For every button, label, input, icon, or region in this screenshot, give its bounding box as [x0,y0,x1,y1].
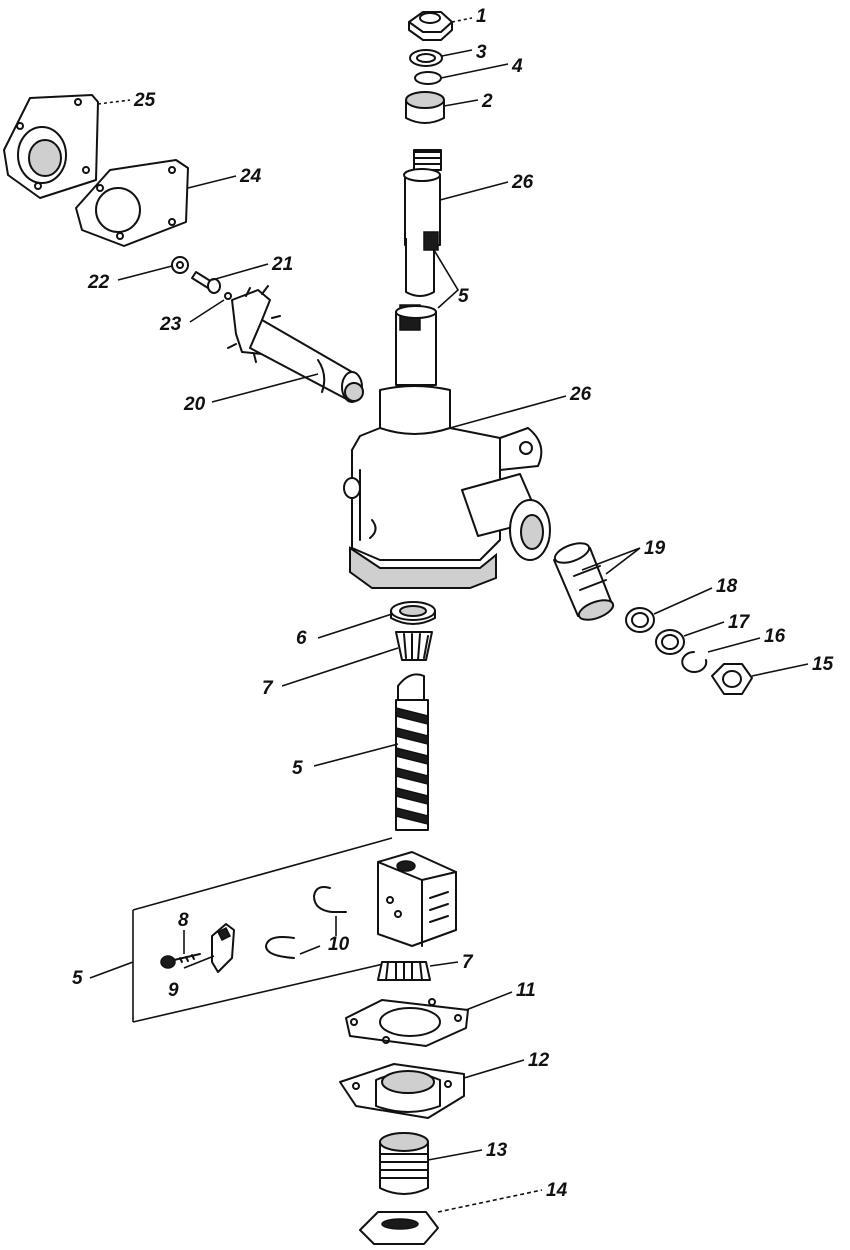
callout-8: 8 [178,910,189,931]
part-gasket-24 [75,159,189,247]
part-bearings-19 [553,542,615,621]
callout-18: 18 [716,576,738,597]
part-nut-top [408,11,453,41]
part-pin-23 [224,292,232,300]
part-bearing-cone-7-lower [377,961,431,981]
callout-5-worm: 5 [292,758,303,779]
part-washer-3 [409,49,443,67]
part-ring-18 [625,607,655,633]
callout-23: 23 [159,314,182,335]
callout-7-upper: 7 [262,678,274,699]
callout-26-housing: 26 [569,384,592,405]
callout-24: 24 [239,166,262,187]
part-housing-26 [343,385,551,589]
callout-11: 11 [516,980,536,1001]
part-cover-25 [3,94,99,199]
callout-5-upper: 5 [458,286,469,307]
callout-9: 9 [168,980,179,1001]
callout-3: 3 [476,42,487,63]
part-ball-nut-block [377,851,457,947]
callout-13: 13 [486,1140,508,1161]
part-ring-17 [655,629,685,655]
callout-7-lower: 7 [462,952,474,973]
part-adjuster-13 [379,1132,429,1195]
part-worm-shaft-5 [395,673,429,831]
callout-16: 16 [764,626,786,647]
callout-20: 20 [183,394,206,415]
part-end-cover-12 [339,1063,465,1119]
part-snap-ring-16 [681,651,708,673]
part-nut-15 [711,663,753,695]
part-ring-4 [414,71,442,85]
part-shaft-26-upper [403,149,442,297]
leader-lines [89,17,809,1213]
callout-21: 21 [271,254,293,275]
part-screw-21 [191,271,221,294]
part-bearing-cone-7-upper [395,631,433,661]
callout-12: 12 [528,1050,550,1071]
callout-19: 19 [644,538,666,559]
callout-labels: 1 3 4 2 25 26 24 21 22 5 23 20 26 19 18 … [72,6,834,1201]
part-clamp-9 [211,923,235,973]
part-guide-10-b [265,936,295,959]
callout-14: 14 [546,1180,568,1201]
part-guide-10-a [313,886,347,913]
part-bushing-2 [405,91,445,124]
callout-4: 4 [511,56,523,77]
callout-22: 22 [87,272,110,293]
callout-25: 25 [133,90,156,111]
callout-5-group: 5 [72,968,83,989]
part-nut-22 [171,256,189,274]
group-bracket-5 [132,837,393,1023]
part-lock-nut-14 [359,1211,439,1245]
callout-17: 17 [728,612,751,633]
callout-15: 15 [812,654,834,675]
part-gasket-11 [345,998,469,1047]
part-bearing-cup-6 [390,601,436,625]
callout-26-upper: 26 [511,172,534,193]
part-lower-shaft-5 [395,304,437,386]
part-screw-8 [160,953,201,969]
part-sector-shaft-20 [227,285,364,403]
callout-1: 1 [476,6,487,27]
callout-10: 10 [328,934,350,955]
callout-6: 6 [296,628,307,649]
callout-2: 2 [481,91,493,112]
